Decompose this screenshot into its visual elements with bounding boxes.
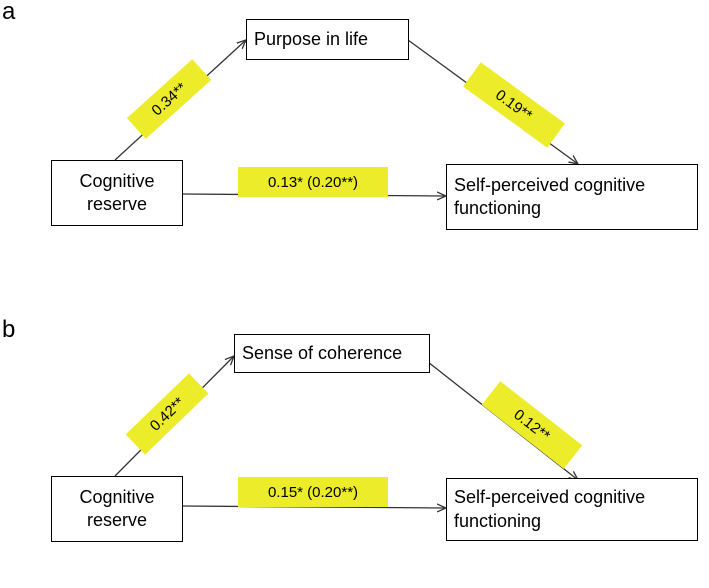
arrow-predictor-to-outcome (181, 506, 446, 508)
outcome-label: Self-perceived cognitive functioning (454, 174, 646, 218)
outcome-box: Self-perceived cognitive functioning (446, 478, 698, 541)
panel-label: b (2, 316, 16, 343)
outcome-label: Self-perceived cognitive functioning (454, 487, 646, 531)
outcome-box: Self-perceived cognitive functioning (446, 164, 698, 230)
mediator-box: Sense of coherence (234, 334, 430, 373)
mediator-label: Sense of coherence (242, 342, 403, 363)
mediator-label: Purpose in life (254, 28, 369, 49)
coefficient-path-c: 0.15* (0.20**) (238, 477, 388, 507)
mediation-diagram-a: a Purpose in life Cognitive reserve Self… (0, 0, 709, 270)
mediation-diagram-b: b Sense of coherence Cognitive reserve S… (0, 318, 709, 588)
predictor-label: Cognitive reserve (79, 170, 155, 214)
predictor-label: Cognitive reserve (79, 486, 155, 530)
mediator-box: Purpose in life (246, 19, 409, 60)
coefficient-path-c: 0.13* (0.20**) (238, 167, 388, 197)
panel-label: a (2, 0, 16, 25)
predictor-box: Cognitive reserve (51, 476, 183, 542)
predictor-box: Cognitive reserve (51, 160, 183, 226)
